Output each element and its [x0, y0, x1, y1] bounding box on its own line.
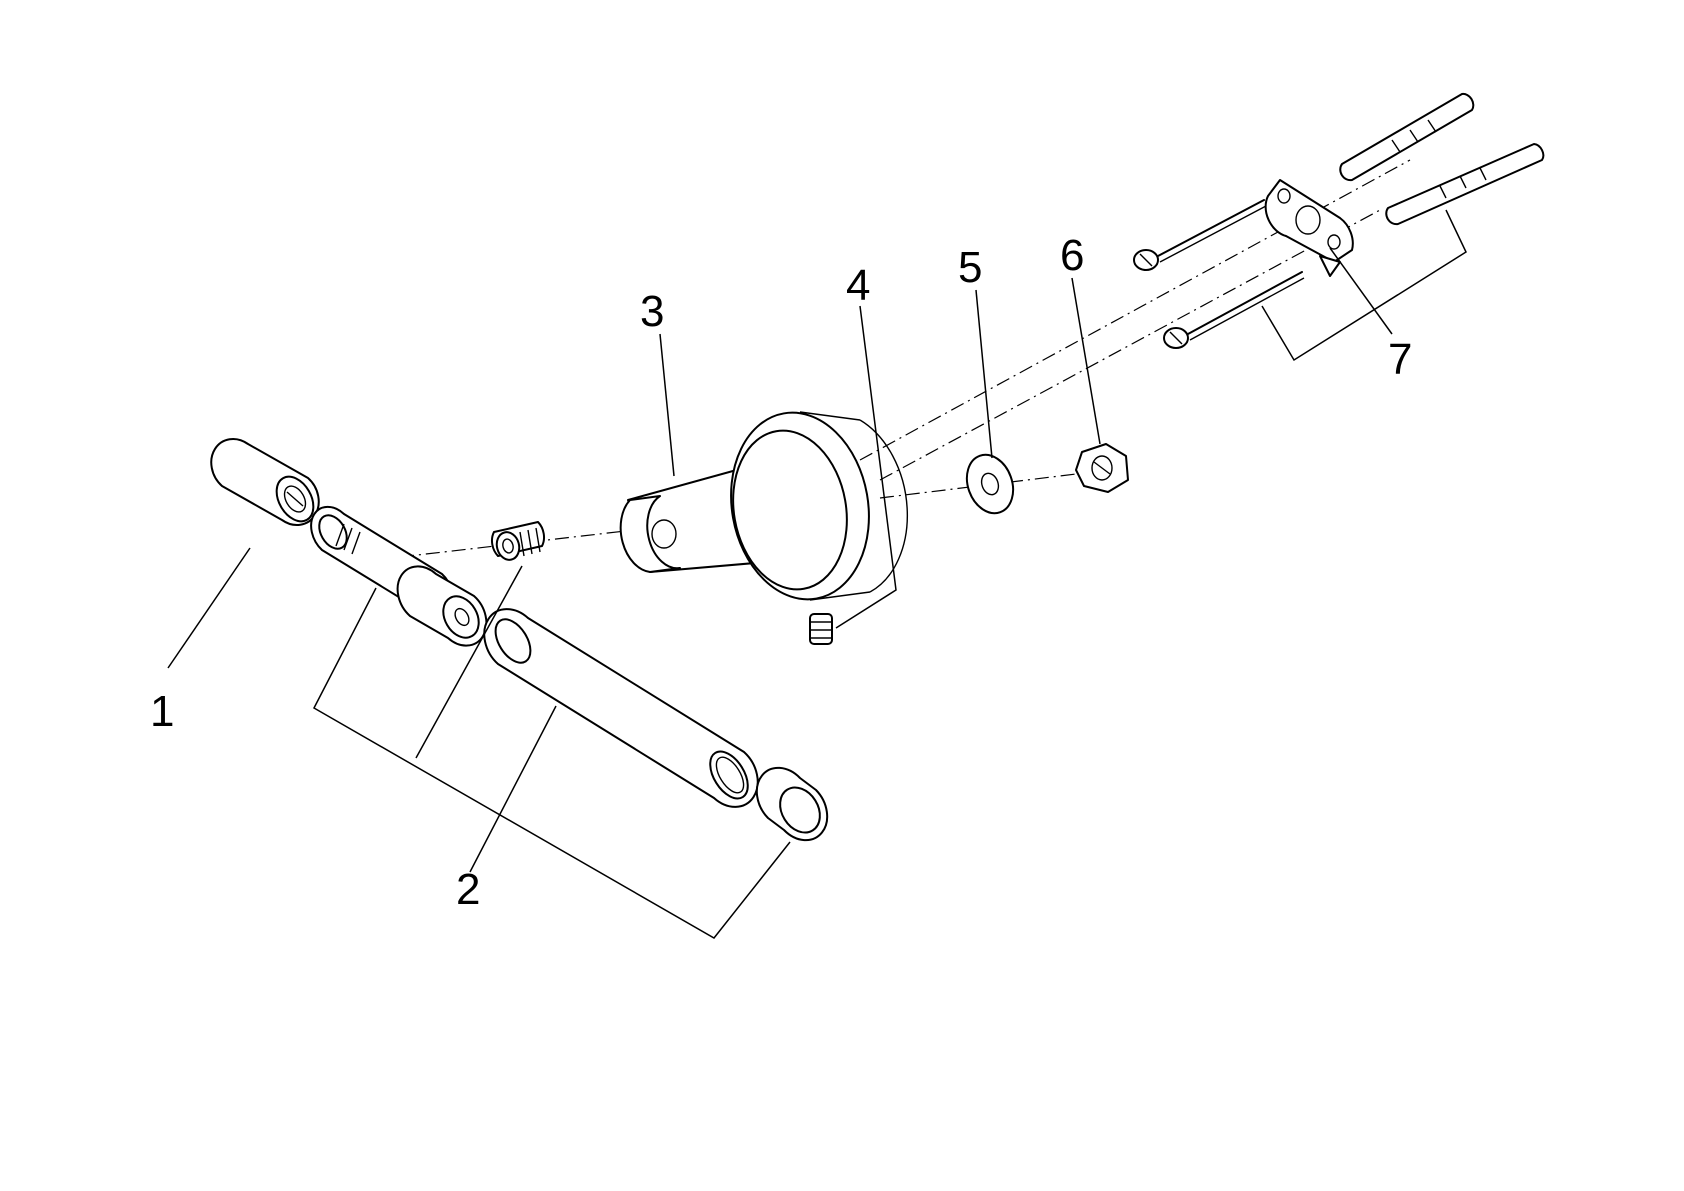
callout-7: 7 — [1388, 335, 1412, 384]
leader-6 — [1071, 277, 1101, 445]
leader-1 — [167, 547, 251, 669]
axis-rear-lower — [879, 209, 1381, 481]
part-wall-plug-lower — [1385, 143, 1545, 226]
callout-3: 3 — [640, 287, 664, 336]
part-holder-body — [619, 411, 909, 601]
part-sleeve — [210, 438, 320, 526]
part-wall-plug-upper — [1339, 92, 1475, 182]
leader-5 — [975, 289, 993, 459]
callout-5: 5 — [958, 243, 982, 292]
part-threaded-insert — [490, 521, 546, 561]
callouts: 1 2 3 4 5 6 7 — [150, 231, 1412, 914]
part-tube — [483, 608, 759, 808]
part-washer — [965, 453, 1015, 515]
assembly-axis-lines — [399, 159, 1411, 558]
leader-3 — [659, 333, 675, 477]
leader-2-bracket — [313, 587, 791, 939]
leader-lines — [167, 209, 1467, 939]
leader-4 — [835, 305, 897, 629]
leader-2 — [469, 705, 557, 873]
leader-2-insert — [415, 565, 523, 759]
part-end-cap — [755, 766, 829, 842]
callout-6: 6 — [1060, 231, 1084, 280]
leader-7-screws — [1261, 209, 1467, 362]
part-screw-upper — [1133, 199, 1267, 271]
callout-2: 2 — [456, 865, 480, 914]
part-screw-lower — [1163, 271, 1305, 349]
leader-7-plate — [1329, 247, 1393, 335]
part-set-screw — [809, 613, 833, 645]
part-hex-nut — [1075, 443, 1129, 493]
axis-rear-upper — [859, 159, 1411, 461]
part-threaded-pin — [310, 505, 488, 647]
callout-1: 1 — [150, 687, 174, 736]
callout-4: 4 — [846, 261, 870, 310]
